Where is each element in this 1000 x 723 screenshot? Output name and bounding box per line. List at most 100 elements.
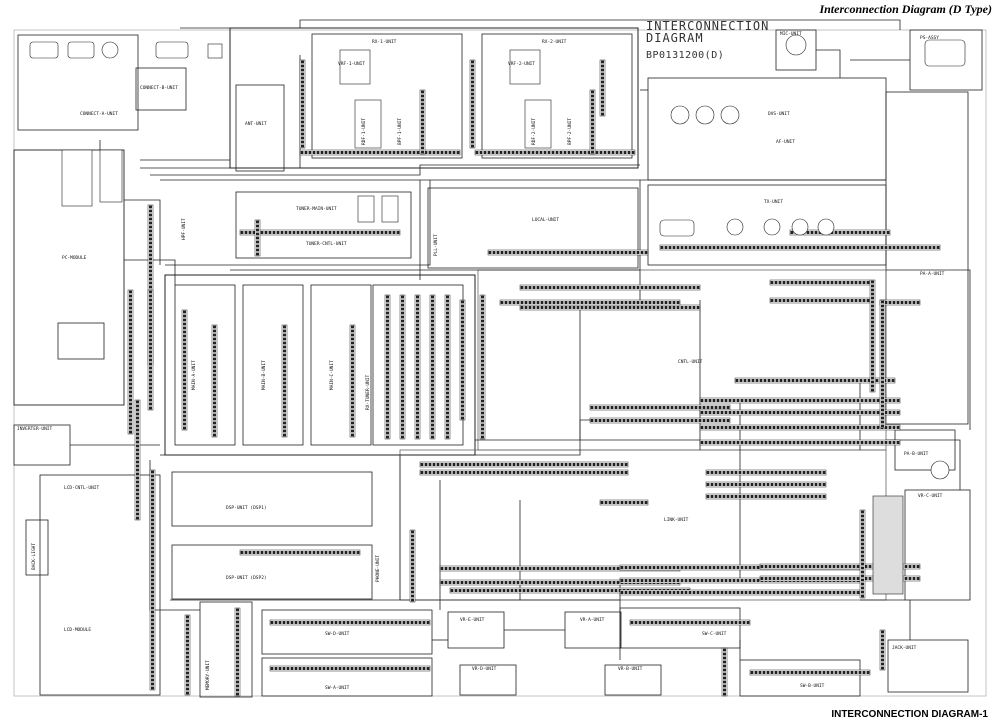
diagram-title: INTERCONNECTION DIAGRAM BP0131200(D) [646, 20, 769, 62]
label-tuner-cntl: TUNER-CNTL-UNIT [306, 242, 347, 247]
connector-strip [499, 299, 681, 306]
label-pll: PLL-UNIT [434, 234, 439, 256]
tuner-main-box [235, 191, 412, 259]
label-vr-b: VR-B-UNIT [618, 667, 643, 672]
label-bpf1: BPF-1-UNIT [398, 117, 403, 145]
connector-strip [659, 244, 941, 251]
connector-strip [149, 469, 156, 691]
connector-strip [479, 294, 486, 440]
connector-strip [879, 299, 886, 429]
connector-strip [859, 509, 866, 599]
back-light-box [25, 519, 49, 576]
label-hpf: HPF-UNIT [182, 218, 187, 240]
connector-strip [619, 589, 861, 596]
main-b-box [242, 284, 304, 446]
connector-strip [384, 294, 391, 440]
memory-box [199, 601, 253, 698]
label-rdf2: RDF-2-UNIT [532, 117, 537, 145]
diagram-title-line2: DIAGRAM [646, 31, 704, 45]
connector-strip [269, 619, 431, 626]
vr-c-box [904, 489, 971, 601]
main-c-box [310, 284, 372, 446]
connector-strip [869, 279, 876, 393]
label-connect-a: CONNECT-A-UNIT [80, 112, 118, 117]
label-sw-d: SW-D-UNIT [325, 632, 350, 637]
page-footer-label: INTERCONNECTION DIAGRAM-1 [831, 709, 988, 720]
connector-strip [749, 669, 871, 676]
connector-strip [211, 324, 218, 438]
connector-strip [589, 89, 596, 155]
label-sw-b: SW-B-UNIT [800, 684, 825, 689]
connector-strip [419, 461, 629, 468]
connect-a-box [17, 34, 139, 131]
jack-box [887, 639, 969, 693]
label-pc-module: PC-MODULE [62, 256, 87, 261]
label-main-b: MAIN-B-UNIT [262, 360, 267, 390]
label-pa-a: PA-A-UNIT [920, 272, 945, 277]
label-mic: MIC-UNIT [780, 32, 802, 37]
connector-strip [589, 404, 731, 411]
connector-strip [629, 619, 751, 626]
rx2-box [481, 33, 633, 159]
label-tx: TX-UNIT [764, 200, 783, 205]
sw-a-box [261, 657, 433, 697]
page-header-title: Interconnection Diagram (D Type) [819, 2, 992, 16]
label-dvs: DVS-UNIT [768, 112, 790, 117]
diagram-title-line1: INTERCONNECTION [646, 19, 770, 33]
vr-d-box [459, 664, 517, 696]
label-local: LOCAL-UNIT [532, 218, 560, 223]
connector-strip [429, 294, 436, 440]
connector-strip [184, 614, 191, 696]
connector-strip [181, 309, 188, 431]
lcd-cntl-box [39, 474, 161, 696]
connector-strip [721, 647, 728, 697]
connector-strip [487, 249, 649, 256]
label-vrf2: VRF-2-UNIT [508, 62, 536, 67]
label-bpf2: BPF-2-UNIT [568, 117, 573, 145]
pa-b-box [894, 429, 956, 471]
label-jack: JACK-UNIT [892, 646, 917, 651]
connector-strip [699, 397, 901, 404]
connector-strip [879, 299, 921, 306]
connector-strip [234, 607, 241, 697]
label-rx-tuner: RX-TUNER-UNIT [366, 374, 371, 410]
label-rx2: RX-2-UNIT [542, 40, 567, 45]
connector-strip [254, 219, 261, 257]
label-back-light: BACK-LIGHT [32, 542, 37, 570]
dsp2-box [171, 544, 373, 600]
label-dsp1: DSP-UNIT (DSP1) [226, 506, 267, 511]
connector-strip [419, 89, 426, 155]
label-lcd-cntl: LCD-CNTL-UNIT [64, 486, 100, 491]
main-a-box [174, 284, 236, 446]
label-vr-c: VR-C-UNIT [918, 494, 943, 499]
connector-strip [519, 284, 701, 291]
connector-strip [299, 149, 461, 156]
label-vr-e: VR-E-UNIT [460, 618, 485, 623]
connector-strip [239, 549, 361, 556]
dsp1-box [171, 471, 373, 527]
connector-strip [474, 149, 636, 156]
connector-strip [879, 629, 886, 671]
connector-strip [699, 409, 901, 416]
local-box [427, 187, 639, 269]
vr-b-box [604, 664, 662, 696]
sw-b-box [739, 659, 861, 697]
connector-strip [759, 563, 921, 570]
connector-strip [399, 294, 406, 440]
label-rx1: RX-1-UNIT [372, 40, 397, 45]
connector-strip [147, 289, 154, 411]
label-link: LINK-UNIT [664, 518, 689, 523]
label-af: AF-UNIT [776, 140, 795, 145]
connector-strip [299, 59, 306, 149]
label-connect-b: CONNECT-B-UNIT [140, 86, 178, 91]
sw-d-box [261, 609, 433, 655]
label-dsp2: DSP-UNIT (DSP2) [226, 576, 267, 581]
label-cntl: CNTL-UNIT [678, 360, 703, 365]
af-box [647, 77, 887, 181]
connector-strip [134, 399, 141, 521]
label-sw-a: SW-A-UNIT [325, 686, 350, 691]
label-vrf1: VRF-1-UNIT [338, 62, 366, 67]
connector-strip [705, 481, 827, 488]
